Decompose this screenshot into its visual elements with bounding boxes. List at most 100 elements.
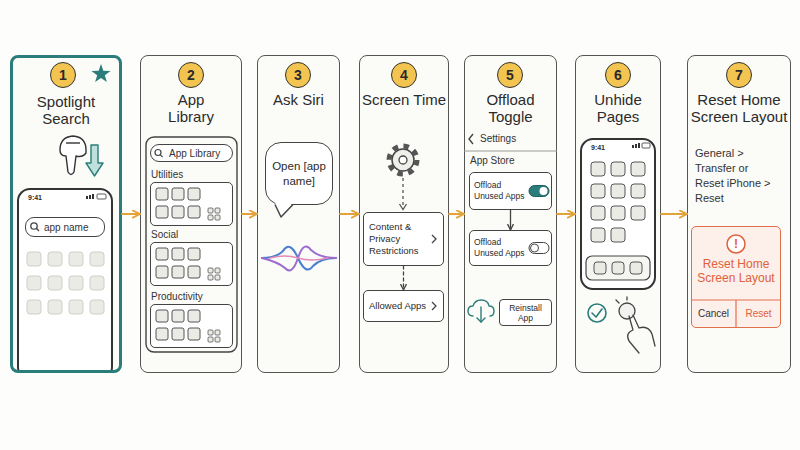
step-panel: Spotlight Search19:41app name <box>10 55 122 373</box>
status-time: 9:41 <box>591 143 605 152</box>
step-panel: App Library2App LibraryUtilitiesSocialPr… <box>140 55 242 373</box>
status-icons <box>638 143 640 148</box>
flow-arrow <box>449 213 464 215</box>
dialog-title: Reset Home Screen Layout <box>696 257 776 285</box>
step-number: 4 <box>391 62 417 88</box>
dashed-leader <box>400 204 407 210</box>
flow-arrow <box>661 213 687 215</box>
status-icons <box>89 195 91 199</box>
flow-arrow <box>403 266 404 290</box>
step-title: Ask Siri <box>259 91 339 108</box>
chevron <box>432 235 436 243</box>
search-icon <box>31 223 39 231</box>
app-icons <box>156 188 220 342</box>
app-grid <box>631 184 645 198</box>
tap-gesture <box>626 297 627 300</box>
cloud-download <box>480 307 481 322</box>
app-grid <box>69 300 83 314</box>
step-panel: Reset Home Screen Layout 7Reset Home Scre… <box>687 55 791 373</box>
step-title: Reset Home Screen Layout <box>689 91 789 125</box>
status-icons <box>86 194 106 199</box>
swipe-down-arrow <box>86 145 103 176</box>
flow-arrow <box>242 213 257 215</box>
check-mark <box>588 304 606 322</box>
step-number: 6 <box>605 62 631 88</box>
app-grid <box>27 276 41 290</box>
step-panel: Screen Time4Content & Privacy Restrictio… <box>359 55 449 373</box>
app-grid <box>27 300 41 314</box>
cloud-download <box>468 300 494 316</box>
check-mark <box>592 309 602 317</box>
library-frame <box>146 137 237 352</box>
app-grid <box>69 252 83 266</box>
dialog-dividers <box>691 300 781 327</box>
alert-icon <box>727 235 745 253</box>
app-grid <box>631 162 645 176</box>
app-grid <box>90 276 104 290</box>
status-icons <box>642 143 650 148</box>
tap-gesture <box>616 300 619 303</box>
tap-gesture <box>633 315 655 346</box>
app-icons <box>156 310 220 342</box>
step-title: Offload Toggle <box>475 91 547 125</box>
step-panel: Ask Siri 3Open [app name] <box>257 55 340 373</box>
step-number-text: 1 <box>59 67 67 83</box>
search-icon <box>155 150 161 156</box>
app-grid <box>591 162 605 176</box>
back-chevron <box>469 134 473 144</box>
category-heading: Social <box>151 228 178 241</box>
app-category: Utilities <box>150 168 233 226</box>
toggle-row: Offload Unused Apps <box>469 230 552 266</box>
alert-dialog: Reset Home Screen Layout <box>691 226 781 328</box>
status-icons <box>97 194 106 199</box>
dock <box>594 262 606 274</box>
hand-pointer <box>66 142 80 143</box>
status-icons <box>635 144 637 148</box>
step-panel: Unhide Pages 6 9:41 <box>575 55 661 373</box>
flow-arrow <box>557 213 575 215</box>
app-grid <box>27 252 41 266</box>
app-grid <box>611 184 625 198</box>
app-grid <box>48 276 62 290</box>
toggle-off <box>529 243 549 254</box>
dashed-leader <box>400 178 407 210</box>
step-number: 1 <box>50 62 76 88</box>
cloud-download <box>468 300 494 322</box>
app-icons <box>156 188 220 220</box>
highlight-star <box>91 64 110 82</box>
search-text: App Library <box>169 148 220 159</box>
toggle-on <box>529 186 549 197</box>
gear-icon <box>389 146 417 174</box>
step-number-text: 7 <box>735 67 743 83</box>
step-panel: Offload Toggle5Offload Unused AppsOffloa… <box>464 55 557 373</box>
hand-pointer <box>60 136 86 175</box>
toggle-off <box>531 244 539 252</box>
tap-gesture <box>616 297 655 353</box>
button-text: Reinstall App <box>502 303 549 323</box>
step-number: 7 <box>726 62 752 88</box>
step-title: Unhide Pages <box>582 91 654 125</box>
search-field: App Library <box>150 144 233 162</box>
search-icon <box>155 150 163 158</box>
chevron <box>432 302 436 310</box>
header-divider <box>464 151 557 152</box>
speech-bubble: Open [app name] <box>265 142 333 205</box>
toggle-row: Offload Unused Apps <box>469 172 552 210</box>
step-number-text: 5 <box>506 67 514 83</box>
dock <box>586 256 650 280</box>
app-category: Productivity <box>150 290 233 348</box>
bubble-tail <box>275 203 293 218</box>
back-chevron <box>469 134 473 144</box>
tap-gesture <box>619 303 635 319</box>
search-icon <box>36 228 39 231</box>
step-number: 3 <box>285 62 311 88</box>
category-heading: Utilities <box>151 168 183 181</box>
app-icons <box>156 248 220 280</box>
settings-row: Content & Privacy Restrictions <box>363 212 444 266</box>
search-icon <box>31 223 37 229</box>
app-grid <box>27 252 104 314</box>
toggle-on <box>529 186 549 197</box>
siri-wave <box>262 246 336 270</box>
